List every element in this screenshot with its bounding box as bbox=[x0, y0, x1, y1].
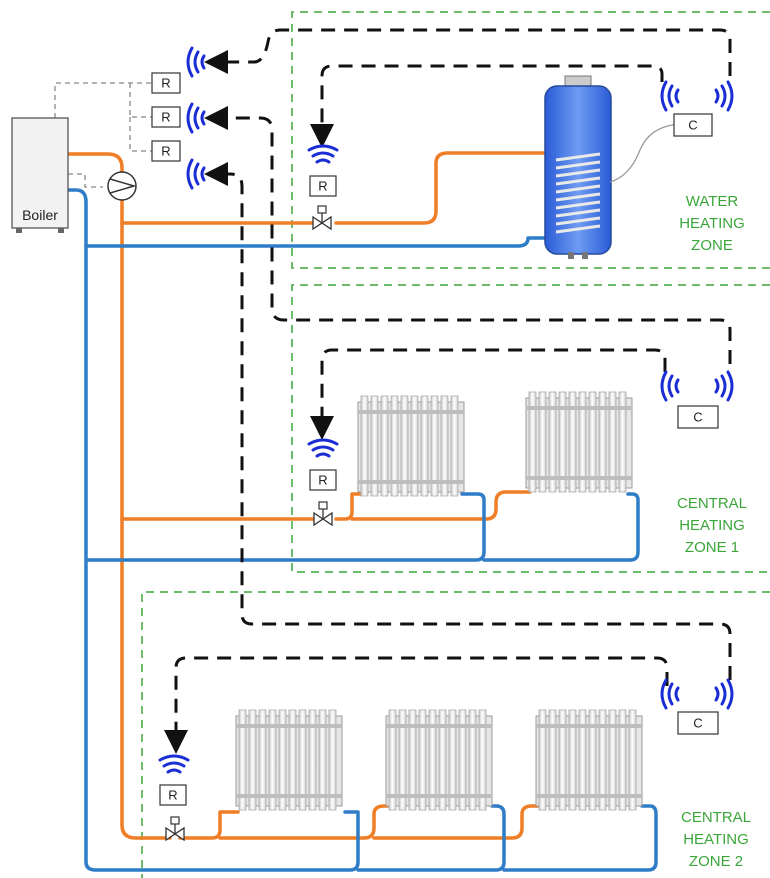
svg-text:ZONE 1: ZONE 1 bbox=[685, 539, 739, 556]
radio-wave-icon bbox=[307, 438, 339, 458]
water-zone-valve-icon bbox=[312, 205, 332, 230]
boiler: Boiler bbox=[11, 117, 69, 233]
receiver-label: R bbox=[318, 473, 327, 488]
radiator bbox=[235, 709, 343, 811]
receiver-label: R bbox=[161, 110, 170, 125]
receiver-label: R bbox=[318, 179, 327, 194]
svg-text:HEATING: HEATING bbox=[683, 831, 749, 848]
receiver-label: R bbox=[161, 144, 170, 159]
return-pipes bbox=[66, 188, 658, 872]
svg-text:ZONE 2: ZONE 2 bbox=[689, 853, 743, 870]
boiler-receiver-1: R bbox=[151, 72, 181, 94]
water-heating-zone-border bbox=[291, 11, 770, 269]
svg-text:ZONE: ZONE bbox=[691, 237, 733, 254]
radiator bbox=[525, 391, 633, 493]
svg-text:HEATING: HEATING bbox=[679, 517, 745, 534]
boiler-receiver-3: R bbox=[151, 140, 181, 162]
central-heating-zone-2-label: CENTRAL HEATING ZONE 2 bbox=[681, 809, 751, 870]
controller-label: C bbox=[688, 118, 697, 133]
receiver-label: R bbox=[161, 76, 170, 91]
svg-text:WATER: WATER bbox=[686, 193, 739, 210]
svg-text:CENTRAL: CENTRAL bbox=[677, 495, 747, 512]
radiator bbox=[357, 395, 465, 497]
zone-2-receiver: R bbox=[159, 784, 187, 806]
boiler-receiver-2: R bbox=[151, 106, 181, 128]
zone-2-controller: C bbox=[677, 711, 719, 735]
controller-label: C bbox=[693, 716, 702, 731]
controller-label: C bbox=[693, 410, 702, 425]
radio-wave-icon bbox=[714, 370, 734, 402]
svg-text:CENTRAL: CENTRAL bbox=[681, 809, 751, 826]
radio-wave-icon bbox=[307, 144, 339, 164]
radio-wave-icon bbox=[660, 678, 680, 710]
radio-wave-icon bbox=[660, 80, 680, 112]
central-heating-zone-1-label: CENTRAL HEATING ZONE 1 bbox=[677, 495, 747, 556]
boiler-control-wire bbox=[54, 82, 152, 188]
boiler-label: Boiler bbox=[22, 207, 58, 223]
radio-wave-icon bbox=[186, 46, 206, 78]
central-heating-zone-2-border bbox=[141, 591, 770, 878]
zone-2-valve-icon bbox=[165, 816, 185, 841]
water-zone-receiver: R bbox=[309, 175, 337, 197]
tank-sensor-wire bbox=[609, 123, 681, 183]
radio-wave-icon bbox=[186, 158, 206, 190]
hot-water-cylinder bbox=[544, 75, 612, 259]
radio-wave-icon bbox=[714, 678, 734, 710]
zone-1-valve-icon bbox=[313, 501, 333, 526]
water-heating-zone-label: WATER HEATING ZONE bbox=[679, 193, 745, 254]
zone-1-receiver: R bbox=[309, 469, 337, 491]
central-heating-zone-1-border bbox=[291, 284, 770, 573]
circulation-pump-icon bbox=[107, 171, 137, 201]
radio-wave-icon bbox=[714, 80, 734, 112]
flow-pipes bbox=[66, 151, 547, 840]
wireless-signal-paths bbox=[164, 28, 732, 754]
zone-1-controller: C bbox=[677, 405, 719, 429]
water-zone-controller: C bbox=[673, 113, 713, 137]
svg-text:HEATING: HEATING bbox=[679, 215, 745, 232]
radio-wave-icon bbox=[186, 102, 206, 134]
receiver-label: R bbox=[168, 788, 177, 803]
radio-wave-icon bbox=[660, 370, 680, 402]
radio-wave-icon bbox=[158, 754, 190, 774]
radiator bbox=[535, 709, 643, 811]
radiator bbox=[385, 709, 493, 811]
